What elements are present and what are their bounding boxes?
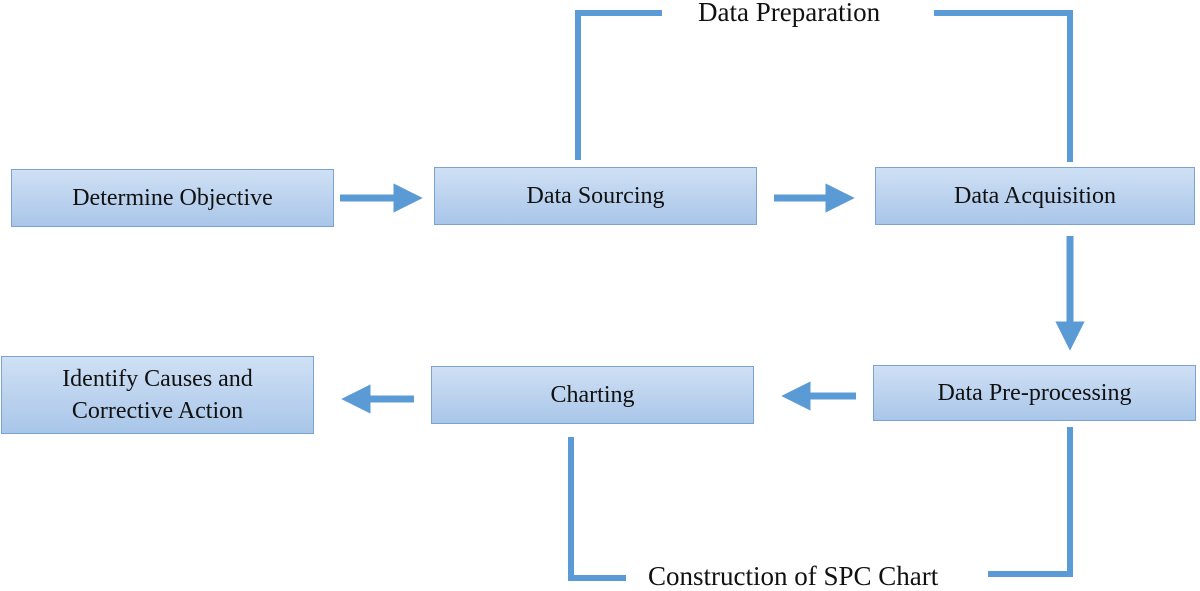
data-preparation-label: Data Preparation <box>692 0 887 27</box>
identify-causes-box: Identify Causes and Corrective Action <box>1 356 314 434</box>
spc-bracket-left <box>568 437 626 581</box>
data-preparation-bracket-left <box>575 10 662 160</box>
data-sourcing-box: Data Sourcing <box>434 167 757 225</box>
spc-bracket-right <box>988 427 1073 577</box>
data-acquisition-box: Data Acquisition <box>875 167 1195 225</box>
determine-objective-box: Determine Objective <box>11 169 334 227</box>
data-preprocessing-box: Data Pre-processing <box>873 365 1196 421</box>
construction-spc-chart-label: Construction of SPC Chart <box>642 561 945 591</box>
data-preparation-bracket-right <box>934 10 1073 162</box>
charting-box: Charting <box>431 366 754 424</box>
